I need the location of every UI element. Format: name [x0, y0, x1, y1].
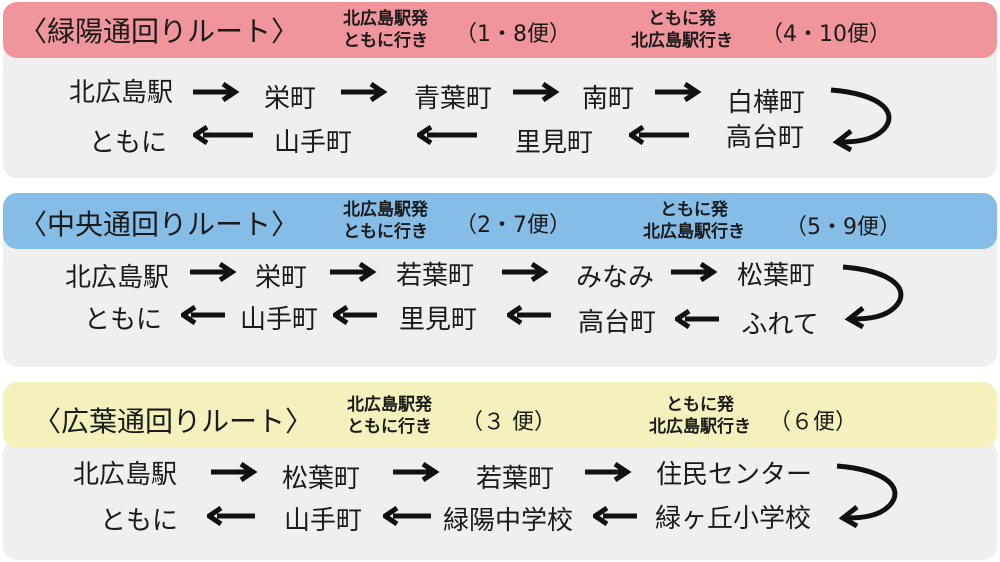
stop-inbound: 里見町	[398, 305, 478, 335]
direction-outbound: 北広島駅発 ともに行き	[343, 199, 428, 243]
direction-destination: 北広島駅行き	[649, 417, 751, 437]
direction-destination: ともに行き	[343, 222, 428, 242]
stop-inbound: 緑ヶ丘小学校	[654, 504, 812, 534]
route-title: 〈中央通回りルート〉	[19, 208, 300, 241]
arrow-left-icon	[181, 305, 225, 325]
arrow-right-icon	[671, 262, 718, 282]
route-header	[3, 382, 997, 448]
stop-inbound: ふれて	[741, 310, 819, 340]
route-body	[3, 440, 997, 560]
stop-inbound: 緑陽中学校	[442, 506, 574, 536]
arrow-right-icon	[585, 462, 632, 482]
trip-numbers: （2・7便）	[455, 213, 571, 238]
arrow-right-icon	[341, 82, 388, 102]
direction-destination: ともに行き	[343, 31, 428, 51]
stop-inbound: 高台町	[725, 123, 805, 153]
arrow-right-icon	[502, 262, 549, 282]
stop-inbound: 山手町	[283, 506, 363, 536]
route-header	[3, 2, 997, 58]
stop-inbound: ともに	[88, 128, 168, 158]
stop-inbound: 高台町	[577, 308, 657, 338]
stop-outbound: 住民センター	[655, 460, 813, 490]
arrow-right-icon	[190, 262, 237, 282]
direction-origin: ともに発	[660, 200, 728, 220]
direction-destination: 北広島駅行き	[631, 31, 733, 51]
arrow-right-icon	[330, 262, 377, 282]
stop-outbound: 青葉町	[413, 84, 493, 114]
arrow-left-icon	[507, 305, 551, 325]
stop-outbound: 北広島駅	[64, 263, 170, 293]
u-turn-arrow-icon	[842, 264, 904, 329]
stop-outbound: 松葉町	[736, 261, 816, 291]
trip-numbers: （３ 便）	[461, 410, 556, 435]
trip-numbers: （1・8便）	[455, 22, 571, 47]
arrow-left-icon	[333, 305, 377, 325]
direction-origin: 北広島駅発	[347, 395, 432, 415]
arrow-right-icon	[393, 462, 440, 482]
stop-inbound: 山手町	[239, 305, 319, 335]
stop-inbound: 里見町	[514, 128, 594, 158]
stop-inbound: ともに	[99, 506, 179, 536]
arrow-right-icon	[513, 82, 560, 102]
direction-inbound: ともに発 北広島駅行き	[643, 199, 745, 243]
trip-numbers: （６便）	[769, 410, 858, 435]
stop-inbound: ともに	[83, 305, 163, 335]
arrow-left-icon	[675, 309, 719, 329]
trip-numbers: （4・10便）	[761, 22, 891, 47]
stop-inbound: 山手町	[273, 128, 353, 158]
arrow-left-icon	[629, 125, 689, 145]
arrow-right-icon	[655, 82, 702, 102]
direction-origin: 北広島駅発	[343, 200, 428, 220]
stop-outbound: 北広島駅	[68, 78, 174, 108]
u-turn-arrow-icon	[836, 463, 898, 528]
arrow-left-icon	[383, 506, 431, 526]
arrow-right-icon	[193, 82, 240, 102]
direction-origin: 北広島駅発	[343, 9, 428, 29]
route-panel-koyo: 〈広葉通回りルート〉 北広島駅発 ともに行き （３ 便） ともに発 北広島駅行き…	[3, 382, 997, 560]
stop-outbound: 白樺町	[726, 88, 806, 118]
direction-outbound: 北広島駅発 ともに行き	[343, 8, 428, 52]
stop-outbound: 栄町	[254, 263, 308, 293]
stop-outbound: 若葉町	[475, 464, 555, 494]
direction-inbound: ともに発 北広島駅行き	[649, 394, 751, 438]
stop-outbound: 若葉町	[395, 261, 475, 291]
direction-destination: ともに行き	[347, 417, 432, 437]
direction-destination: 北広島駅行き	[643, 222, 745, 242]
direction-inbound: ともに発 北広島駅行き	[631, 8, 733, 52]
stop-outbound: 松葉町	[281, 464, 361, 494]
arrow-left-icon	[207, 506, 255, 526]
arrow-right-icon	[211, 462, 258, 482]
direction-outbound: 北広島駅発 ともに行き	[347, 394, 432, 438]
direction-origin: ともに発	[666, 395, 734, 415]
route-panel-chuo: 〈中央通回りルート〉 北広島駅発 ともに行き （2・7便） ともに発 北広島駅行…	[3, 193, 997, 367]
route-title: 〈広葉通回りルート〉	[33, 405, 314, 438]
u-turn-arrow-icon	[830, 87, 892, 152]
stop-outbound: みなみ	[575, 263, 655, 293]
arrow-left-icon	[193, 125, 253, 145]
stop-outbound: 北広島駅	[72, 460, 178, 490]
arrow-left-icon	[593, 506, 637, 526]
stop-outbound: 南町	[581, 84, 635, 114]
arrow-left-icon	[417, 125, 477, 145]
direction-origin: ともに発	[648, 9, 716, 29]
route-panel-midori: 〈緑陽通回りルート〉 北広島駅発 ともに行き （1・8便） ともに発 北広島駅行…	[3, 2, 997, 178]
stop-outbound: 栄町	[263, 84, 317, 114]
route-header	[3, 193, 997, 249]
trip-numbers: （5・9便）	[785, 215, 901, 240]
route-title: 〈緑陽通回りルート〉	[19, 15, 300, 48]
